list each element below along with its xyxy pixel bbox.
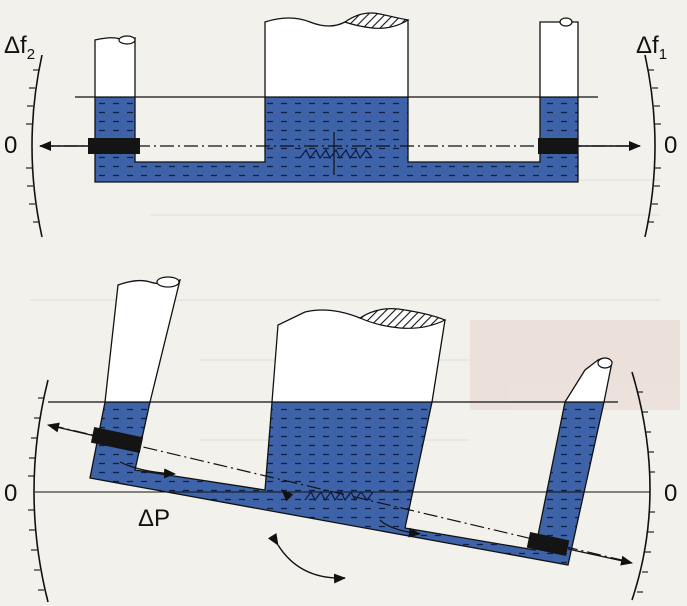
- bottom-left-scale: [33, 379, 49, 603]
- bottom-flow-arrow-center: [281, 489, 294, 502]
- top-left-scale: [31, 54, 43, 238]
- delta-p-label: ΔP: [138, 505, 171, 532]
- top-left-tube: [94, 36, 136, 97]
- bottom-left-block: [90, 426, 144, 454]
- delta-f1-label: Δf1: [636, 32, 668, 63]
- top-left-block: [88, 138, 140, 154]
- top-right-scale: [644, 54, 656, 238]
- bottom-right-scale: [631, 371, 651, 601]
- zero-label-bottom-left: 0: [4, 480, 18, 507]
- rotation-arrow: [267, 533, 346, 584]
- top-center-squiggle: [299, 148, 373, 160]
- bottom-right-arrow: [567, 548, 633, 566]
- bottom-flow-arrow-left: [119, 461, 176, 479]
- bottom-right-block: [526, 532, 570, 556]
- bottom-left-arrow: [47, 422, 96, 437]
- bottom-left-scale-ticks: [28, 397, 44, 591]
- top-water: [94, 96, 579, 183]
- zero-label-top-left: 0: [4, 132, 18, 159]
- top-center-tube-cut: [343, 12, 410, 29]
- top-center-tube: [264, 17, 409, 97]
- top-right-block: [538, 138, 578, 154]
- top-right-scale-ticks: [648, 69, 661, 223]
- bottom-water: [89, 401, 605, 566]
- zero-label-bottom-right: 0: [664, 480, 678, 507]
- bottom-center-squiggle: [304, 490, 374, 502]
- top-left-scale-ticks: [26, 69, 39, 223]
- bottom-right-scale-ticks: [637, 391, 655, 593]
- top-vessel-system: [26, 12, 661, 238]
- zero-label-top-right: 0: [664, 132, 678, 159]
- bottom-vessel-system: [28, 276, 655, 603]
- bottom-left-tube: [104, 279, 181, 403]
- bottom-center-tube-cut: [358, 308, 447, 329]
- delta-f2-label: Δf2: [4, 32, 36, 63]
- bottom-flow-arrow-right: [379, 519, 421, 538]
- top-right-tube: [539, 18, 579, 97]
